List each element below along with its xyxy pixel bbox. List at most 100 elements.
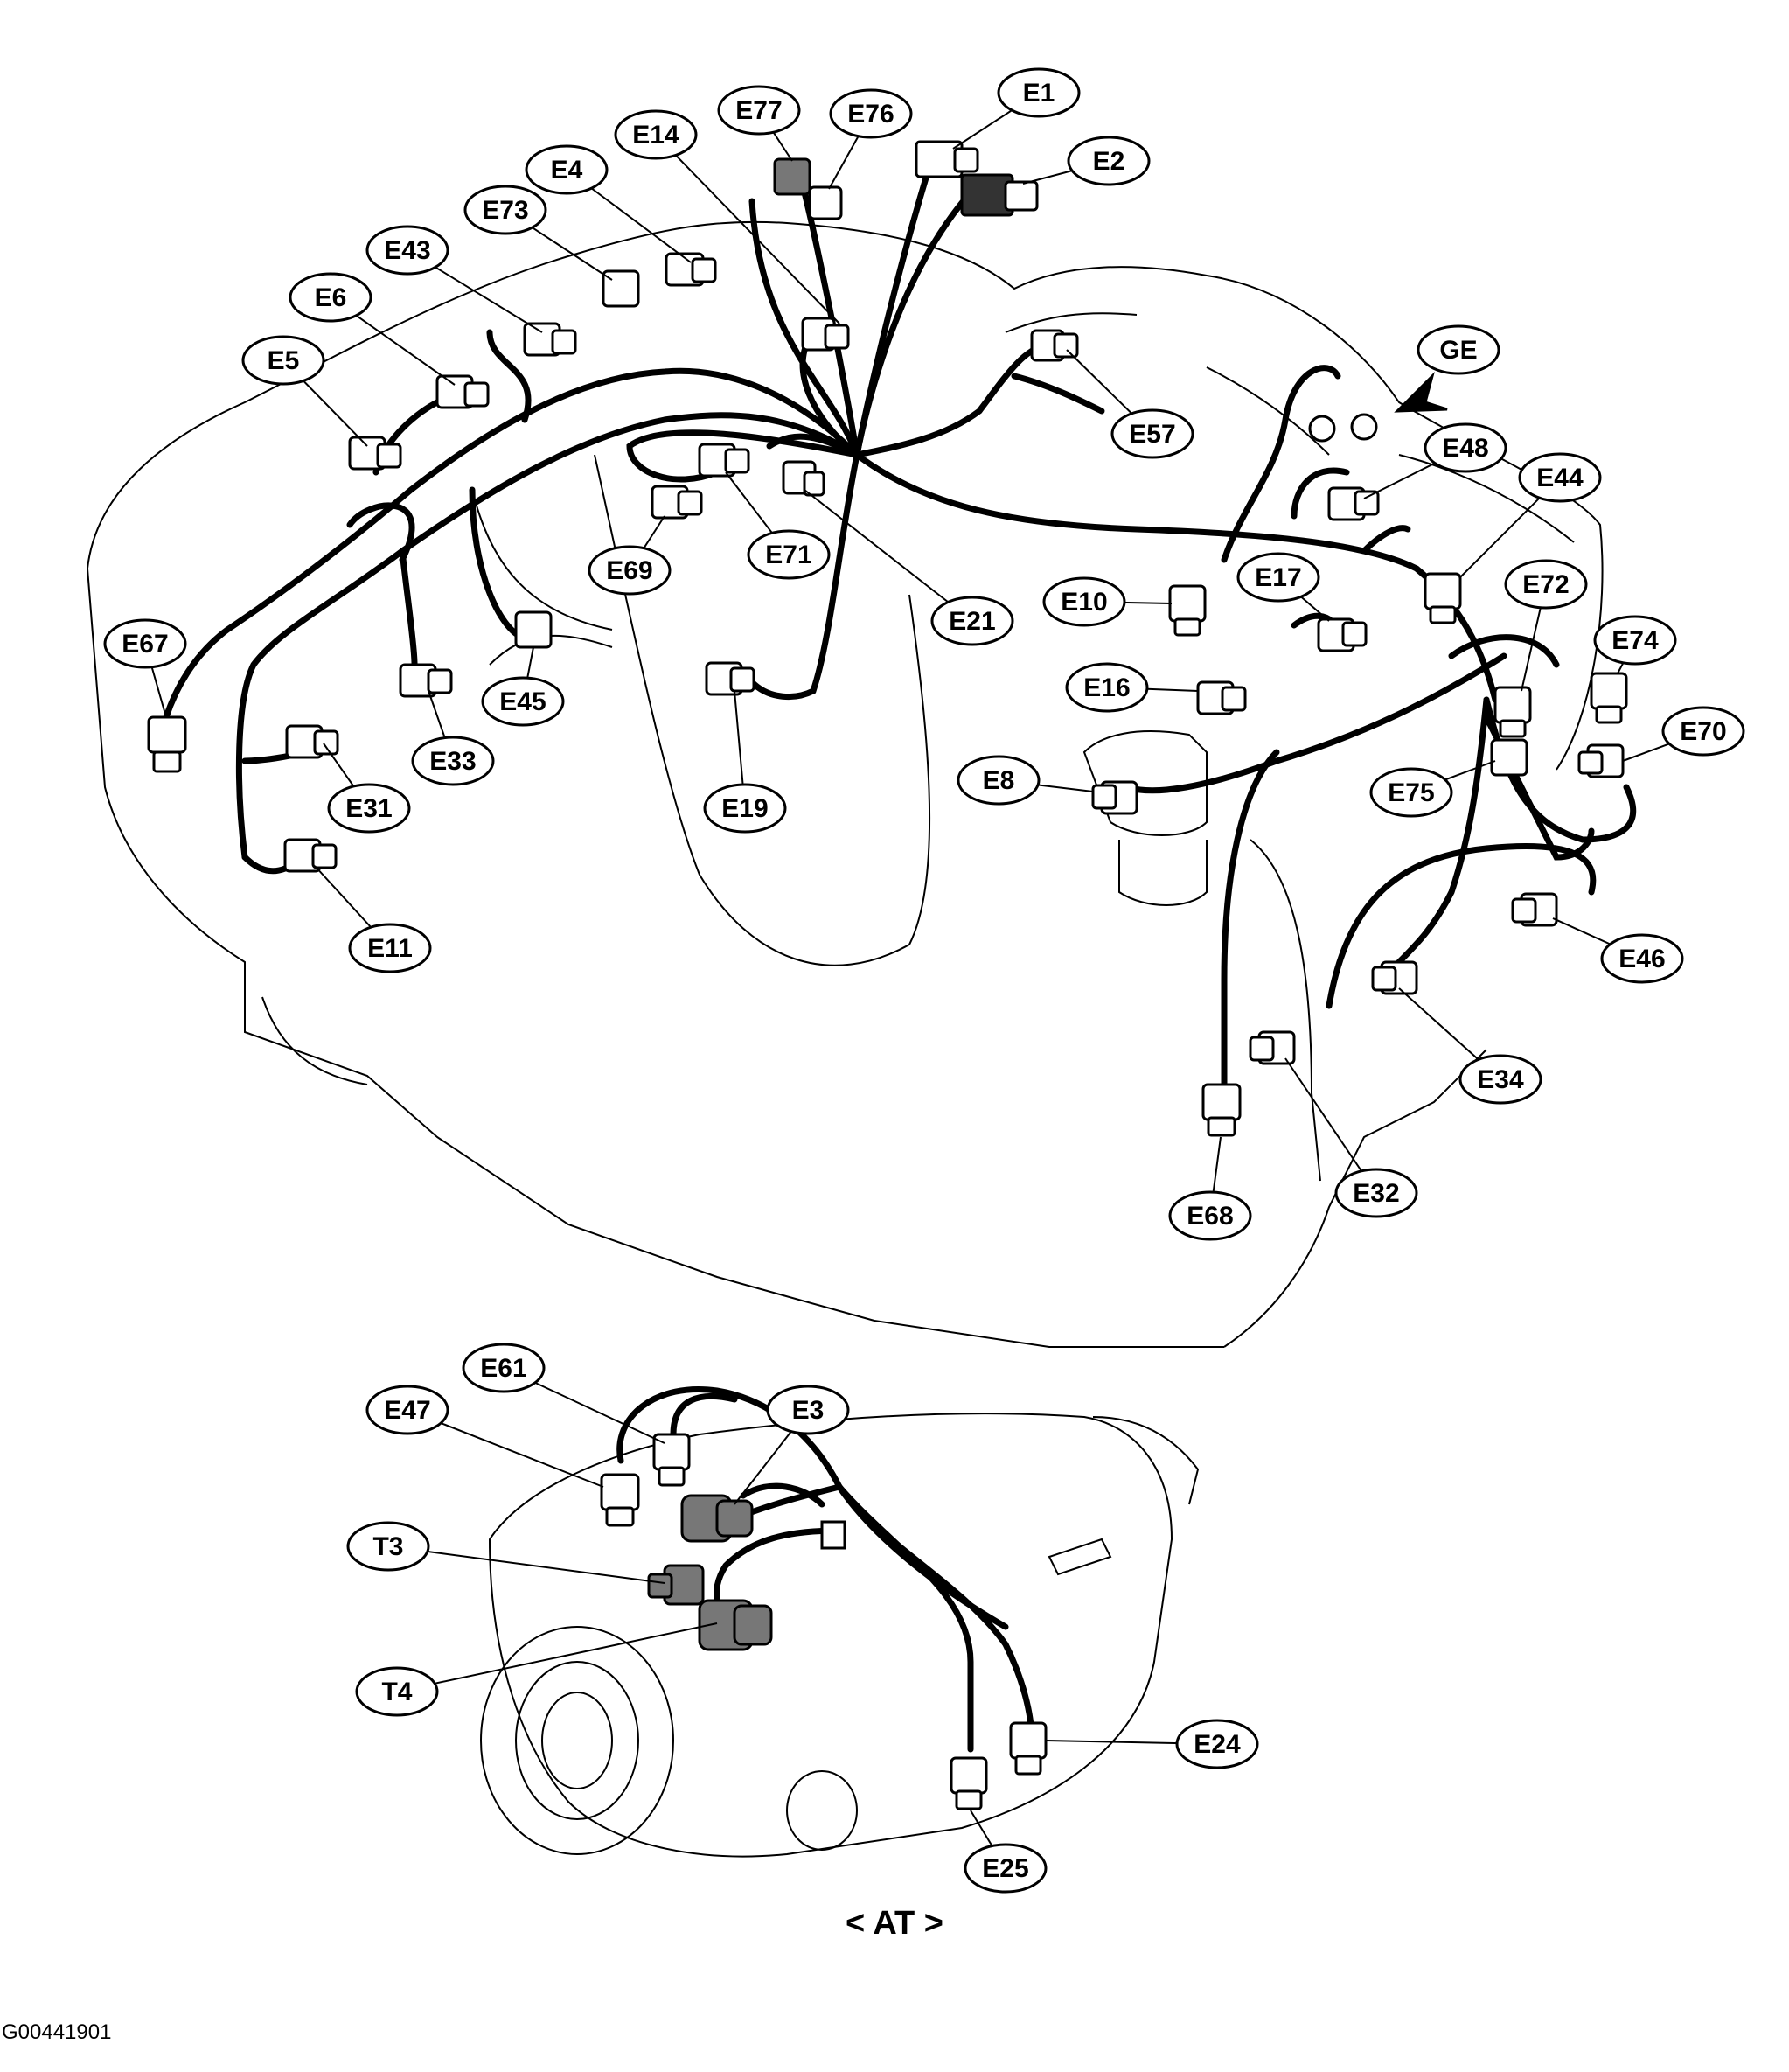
callout-e73: E73 xyxy=(463,185,547,235)
callout-label-e57: E57 xyxy=(1129,420,1175,449)
connector-e4 xyxy=(665,252,717,287)
connector-e16 xyxy=(1196,680,1247,715)
callout-e8: E8 xyxy=(957,755,1041,806)
callout-e31: E31 xyxy=(327,783,411,834)
connector-e57 xyxy=(1030,329,1079,362)
callout-oval xyxy=(1417,324,1500,375)
transmission-outline xyxy=(480,1413,1200,1858)
callout-label-e4: E4 xyxy=(551,156,583,185)
callout-label-e74: E74 xyxy=(1611,626,1659,655)
callout-label-t3: T3 xyxy=(372,1532,403,1561)
callout-oval xyxy=(1369,767,1453,818)
callout-e69: E69 xyxy=(588,545,672,596)
connector-e11 xyxy=(283,838,338,873)
callout-e74: E74 xyxy=(1593,615,1677,666)
callout-e43: E43 xyxy=(365,225,449,276)
connector-e48 xyxy=(1327,486,1380,521)
callout-label-e1: E1 xyxy=(1023,79,1055,108)
callout-t3: T3 xyxy=(346,1521,430,1572)
connector-e71 xyxy=(698,443,750,478)
callout-e68: E68 xyxy=(1168,1190,1252,1241)
callout-oval xyxy=(1067,136,1151,186)
callout-e19: E19 xyxy=(703,783,787,834)
callout-e6: E6 xyxy=(289,272,372,323)
callout-e46: E46 xyxy=(1600,933,1684,984)
callout-oval xyxy=(1168,1190,1252,1241)
leader-e14 xyxy=(655,134,840,324)
callout-e5: E5 xyxy=(241,335,325,386)
callout-oval xyxy=(525,144,609,195)
callout-ge: GE xyxy=(1417,324,1500,375)
connector-e68 xyxy=(1201,1083,1242,1137)
callout-oval xyxy=(462,1343,546,1393)
callout-oval xyxy=(463,185,547,235)
callout-e24: E24 xyxy=(1175,1719,1259,1769)
connector-e10 xyxy=(1168,584,1207,637)
callout-label-e2: E2 xyxy=(1093,147,1125,176)
connector-e74 xyxy=(1590,672,1628,724)
callout-label-e73: E73 xyxy=(482,196,528,225)
callout-oval xyxy=(1175,1719,1259,1769)
callout-oval xyxy=(1110,408,1194,459)
callout-label-e34: E34 xyxy=(1477,1065,1524,1094)
callout-oval xyxy=(1458,1054,1542,1105)
connectors xyxy=(147,140,1628,1810)
connector-e2 xyxy=(960,173,1039,217)
callout-label-e70: E70 xyxy=(1680,717,1726,746)
callout-e61: E61 xyxy=(462,1343,546,1393)
callout-oval xyxy=(614,109,698,160)
callout-e2: E2 xyxy=(1067,136,1151,186)
callout-label-e44: E44 xyxy=(1536,464,1584,492)
callout-oval xyxy=(766,1385,850,1435)
callout-e17: E17 xyxy=(1236,552,1320,603)
callout-label-e17: E17 xyxy=(1255,563,1301,592)
callout-oval xyxy=(747,529,831,580)
connector-e19 xyxy=(705,661,755,696)
connector-e72 xyxy=(1493,686,1532,738)
callout-oval xyxy=(1593,615,1677,666)
callout-label-e47: E47 xyxy=(384,1396,430,1425)
callout-label-e71: E71 xyxy=(765,541,811,569)
callout-oval xyxy=(717,85,801,136)
figure-id: G00441901 xyxy=(2,2020,112,2044)
callout-label-e11: E11 xyxy=(367,934,413,963)
callout-e11: E11 xyxy=(348,923,432,973)
callout-label-e46: E46 xyxy=(1618,945,1665,973)
callout-oval xyxy=(241,335,325,386)
diagram-caption: < AT > xyxy=(846,1905,943,1942)
callout-e77: E77 xyxy=(717,85,801,136)
callout-oval xyxy=(103,618,187,669)
callout-oval xyxy=(829,88,913,139)
callout-label-e8: E8 xyxy=(983,766,1015,795)
callout-oval xyxy=(289,272,372,323)
callout-oval xyxy=(1600,933,1684,984)
connector-e75 xyxy=(1490,738,1528,777)
callout-label-e31: E31 xyxy=(345,794,392,823)
callout-label-e5: E5 xyxy=(268,346,300,375)
connector-e73 xyxy=(602,269,640,308)
callout-oval xyxy=(930,596,1014,646)
callout-label-e69: E69 xyxy=(606,556,652,585)
callout-label-e16: E16 xyxy=(1083,673,1130,702)
callout-oval xyxy=(411,736,495,786)
connector-e24 xyxy=(1009,1721,1048,1776)
callout-e4: E4 xyxy=(525,144,609,195)
callout-e25: E25 xyxy=(964,1843,1048,1894)
callout-oval xyxy=(1042,576,1126,627)
callout-label-e68: E68 xyxy=(1187,1202,1233,1231)
callout-e1: E1 xyxy=(997,67,1081,118)
callout-e33: E33 xyxy=(411,736,495,786)
callout-labels: E1E2E3E4E5E6E8E10E11E14E16E17E19E21E24E2… xyxy=(103,67,1745,1894)
callout-e76: E76 xyxy=(829,88,913,139)
callout-label-e33: E33 xyxy=(429,747,476,776)
callout-oval xyxy=(997,67,1081,118)
callout-label-e75: E75 xyxy=(1388,778,1434,807)
connector-e5 xyxy=(348,436,402,471)
connector-e33 xyxy=(399,663,453,698)
connector-e47 xyxy=(600,1473,640,1527)
callout-oval xyxy=(365,225,449,276)
callout-oval xyxy=(365,1385,449,1435)
leader-t3 xyxy=(387,1545,665,1584)
